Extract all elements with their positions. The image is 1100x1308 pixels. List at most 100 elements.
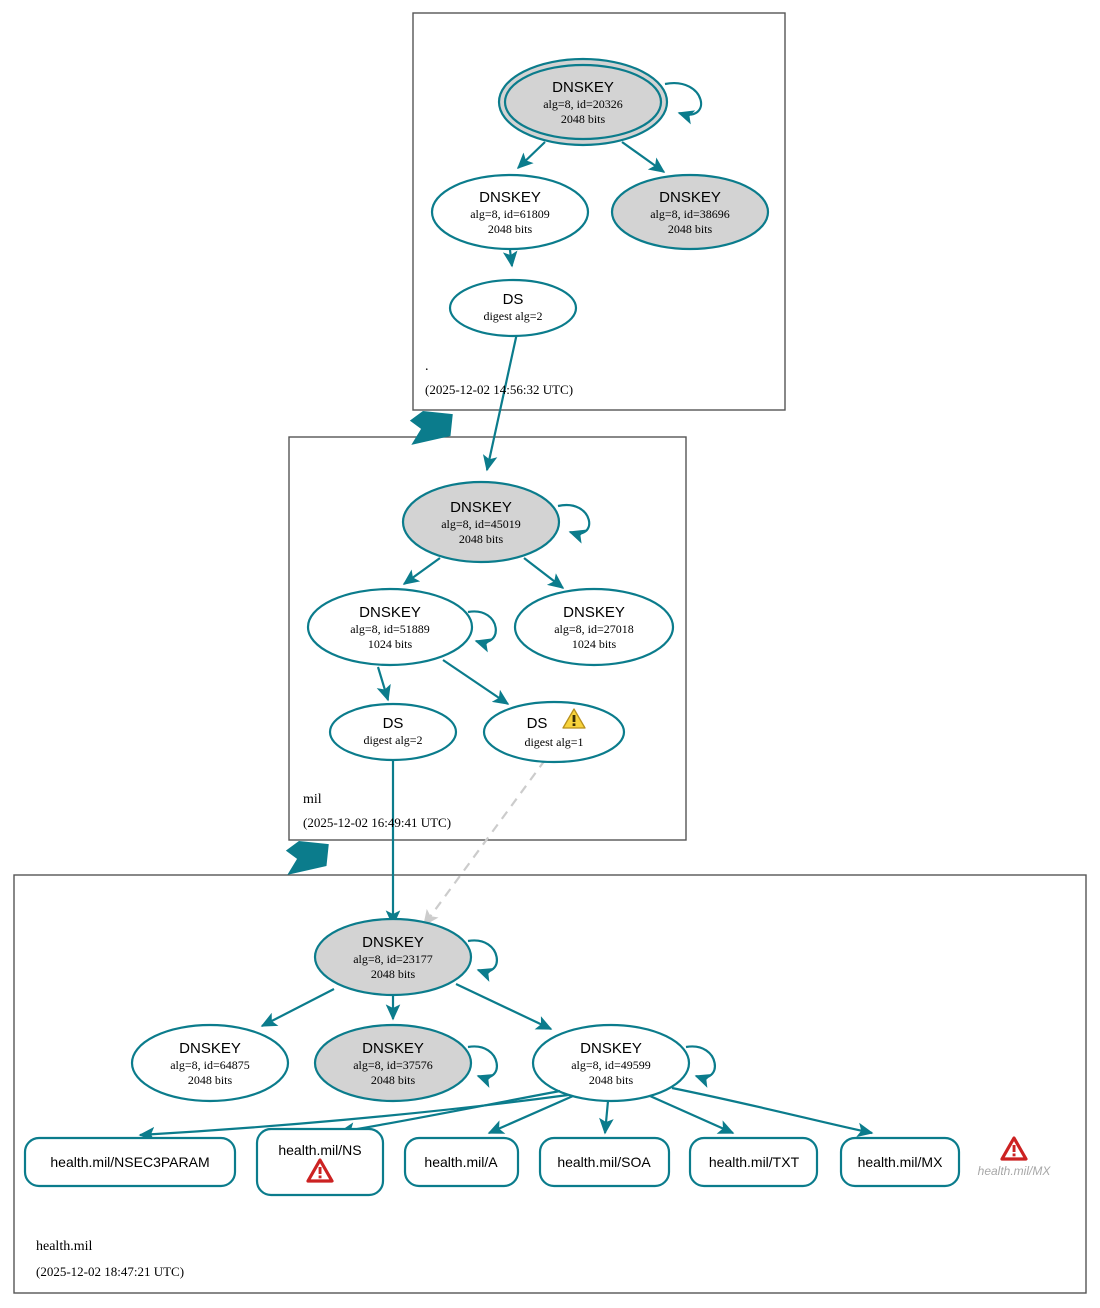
- warning-triangle-yellow-icon: [562, 708, 586, 729]
- zone-label-mil: mil: [303, 792, 322, 807]
- record-box-ns[interactable]: health.mil/NS: [255, 1127, 385, 1197]
- node-root-ksk-20326[interactable]: DNSKEY alg=8, id=20326 2048 bits: [497, 57, 669, 147]
- node-bits-label: 2048 bits: [459, 532, 504, 546]
- node-health-key-49599[interactable]: DNSKEY alg=8, id=49599 2048 bits: [531, 1023, 691, 1103]
- node-type-label: DNSKEY: [359, 604, 421, 621]
- node-type-label: DNSKEY: [563, 604, 625, 621]
- edge-root-61809-to-ds: [502, 249, 518, 268]
- record-box-shape: [403, 1136, 520, 1188]
- edge-root-ksk-to-61809: [516, 141, 546, 170]
- node-type-label: DNSKEY: [552, 79, 614, 96]
- record-label: health.mil/SOA: [557, 1154, 651, 1170]
- node-mil-ksk-45019[interactable]: DNSKEY alg=8, id=45019 2048 bits: [401, 480, 561, 564]
- record-box-a[interactable]: health.mil/A: [403, 1136, 520, 1188]
- node-type-label: DNSKEY: [179, 1040, 241, 1057]
- selfloop-root-ksk: [664, 82, 703, 125]
- node-mil-key-51889[interactable]: DNSKEY alg=8, id=51889 1024 bits: [306, 587, 474, 667]
- selfloop-health-49599: [685, 1045, 716, 1088]
- edge-49599-to-a: [487, 1094, 574, 1135]
- node-ellipse: [313, 1023, 473, 1103]
- node-bits-label: 1024 bits: [572, 637, 617, 651]
- node-health-ksk-23177[interactable]: DNSKEY alg=8, id=23177 2048 bits: [313, 917, 473, 997]
- node-ellipse: [306, 587, 474, 667]
- delegation-arrow-root-to-mil: [409, 410, 453, 445]
- node-params-label: alg=8, id=45019: [441, 517, 521, 531]
- node-type-label: DNSKEY: [362, 934, 424, 951]
- node-health-key-64875[interactable]: DNSKEY alg=8, id=64875 2048 bits: [130, 1023, 290, 1103]
- zone-timestamp-root: (2025-12-02 14:56:32 UTC): [425, 382, 573, 397]
- node-mil-key-27018[interactable]: DNSKEY alg=8, id=27018 1024 bits: [513, 587, 675, 667]
- record-box-soa[interactable]: health.mil/SOA: [538, 1136, 671, 1188]
- delegation-arrow-mil-to-health: [285, 840, 329, 875]
- edge-49599-to-mx: [671, 1086, 874, 1138]
- node-params-label: digest alg=2: [363, 733, 422, 747]
- node-params-label: alg=8, id=64875: [170, 1058, 250, 1072]
- edge-49599-to-nsec3param: [138, 1093, 569, 1142]
- selfloop-health-ksk: [467, 939, 498, 982]
- node-type-label: DS: [503, 291, 524, 308]
- record-label: health.mil/MX: [858, 1154, 943, 1170]
- edge-mil-51889-to-ds2: [376, 666, 391, 702]
- node-params-label: alg=8, id=38696: [650, 207, 730, 221]
- error-marker-label: health.mil/MX: [978, 1164, 1052, 1178]
- zone-label-health-mil: health.mil: [36, 1239, 92, 1254]
- edge-health-ksk-to-49599: [455, 983, 553, 1030]
- warning-triangle-red-icon: [306, 1158, 334, 1183]
- zone-timestamp-health-mil: (2025-12-02 18:47:21 UTC): [36, 1264, 184, 1279]
- record-box-shape: [688, 1136, 819, 1188]
- node-mil-ds-alg1[interactable]: DS digest alg=1: [482, 700, 626, 764]
- record-box-shape: [23, 1136, 237, 1188]
- node-type-label: DNSKEY: [580, 1040, 642, 1057]
- node-params-label: alg=8, id=61809: [470, 207, 550, 221]
- edge-mil-ds1-to-health-ksk-insecure: [423, 759, 546, 927]
- node-params-label: alg=8, id=51889: [350, 622, 430, 636]
- node-root-ds[interactable]: DS digest alg=2: [448, 278, 578, 338]
- node-type-label: DNSKEY: [362, 1040, 424, 1057]
- node-type-label: DNSKEY: [450, 499, 512, 516]
- node-root-key-61809[interactable]: DNSKEY alg=8, id=61809 2048 bits: [430, 173, 590, 251]
- node-ellipse: [482, 700, 626, 764]
- node-params-label: alg=8, id=49599: [571, 1058, 651, 1072]
- error-marker-mx[interactable]: health.mil/MX: [978, 1136, 1052, 1178]
- node-params-label: alg=8, id=23177: [353, 952, 433, 966]
- edge-mil-ksk-to-27018: [523, 557, 565, 589]
- zone-label-root: .: [425, 359, 429, 374]
- selfloop-mil-51889: [467, 610, 497, 653]
- node-ellipse: [401, 480, 561, 564]
- node-type-label: DNSKEY: [659, 189, 721, 206]
- edge-mil-51889-to-ds1: [442, 659, 510, 705]
- node-ellipse: [328, 702, 458, 762]
- node-health-key-37576[interactable]: DNSKEY alg=8, id=37576 2048 bits: [313, 1023, 473, 1103]
- edge-49599-to-soa: [599, 1100, 614, 1135]
- record-box-mx[interactable]: health.mil/MX: [839, 1136, 961, 1188]
- node-mil-ds-alg2[interactable]: DS digest alg=2: [328, 702, 458, 762]
- node-params-label: alg=8, id=27018: [554, 622, 634, 636]
- record-label: health.mil/A: [424, 1154, 498, 1170]
- node-bits-label: 2048 bits: [371, 1073, 416, 1087]
- node-ellipse: [313, 917, 473, 997]
- node-type-label: DS: [527, 715, 548, 732]
- edge-mil-ksk-to-51889: [402, 557, 441, 585]
- edge-root-ksk-to-38696: [621, 141, 666, 173]
- node-ellipse: [531, 1023, 691, 1103]
- zone-box-health-mil: [13, 874, 1087, 1294]
- zone-box-root: [412, 12, 786, 411]
- node-type-label: DNSKEY: [479, 189, 541, 206]
- node-bits-label: 2048 bits: [488, 222, 533, 236]
- node-bits-label: 2048 bits: [668, 222, 713, 236]
- node-ellipse: [430, 173, 590, 251]
- edge-root-ds-to-mil-ksk: [482, 332, 519, 472]
- record-box-shape: [839, 1136, 961, 1188]
- selfloop-health-37576: [467, 1045, 498, 1088]
- node-ellipse: [448, 278, 578, 338]
- edge-49599-to-txt: [649, 1094, 735, 1135]
- record-box-txt[interactable]: health.mil/TXT: [688, 1136, 819, 1188]
- node-bits-label: 1024 bits: [368, 637, 413, 651]
- node-root-key-38696[interactable]: DNSKEY alg=8, id=38696 2048 bits: [610, 173, 770, 251]
- node-bits-label: 2048 bits: [589, 1073, 634, 1087]
- record-box-nsec3param[interactable]: health.mil/NSEC3PARAM: [23, 1136, 237, 1188]
- record-label: health.mil/NSEC3PARAM: [50, 1154, 209, 1170]
- node-params-label: digest alg=1: [524, 735, 583, 749]
- node-bits-label: 2048 bits: [561, 112, 606, 126]
- node-bits-label: 2048 bits: [371, 967, 416, 981]
